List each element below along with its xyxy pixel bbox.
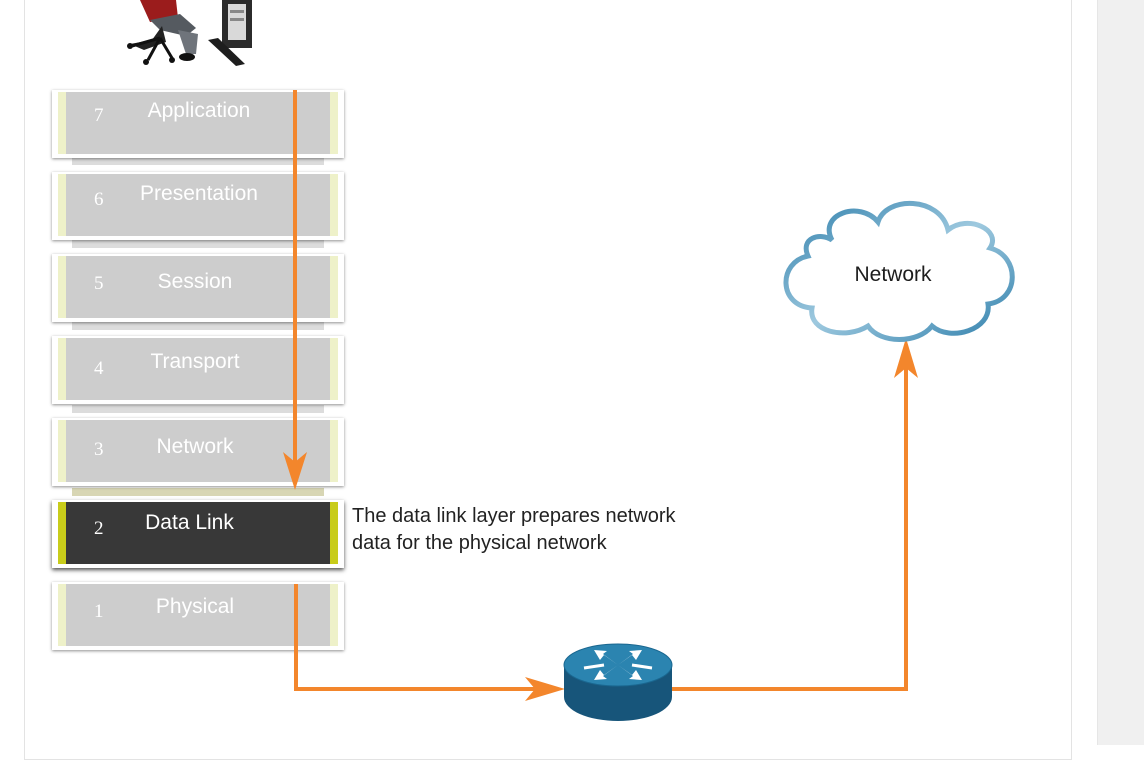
network-cloud-icon <box>783 200 1015 342</box>
data-flow-arrow-to-router <box>294 584 565 701</box>
cloud-label: Network <box>854 263 932 286</box>
layer-number: 6 <box>94 189 104 210</box>
right-sidebar <box>1097 0 1144 745</box>
layer-separator <box>72 240 324 248</box>
layer-separator <box>72 488 324 496</box>
layer-number: 2 <box>94 518 104 539</box>
layer-number: 7 <box>94 105 104 126</box>
layer-separator <box>72 157 324 165</box>
layer-name: Physical <box>155 595 235 618</box>
data-link-description: The data link layer prepares network dat… <box>352 503 752 557</box>
description-line-2: data for the physical network <box>352 532 607 554</box>
router-icon <box>563 643 673 721</box>
layer-number: 3 <box>94 439 104 460</box>
person-at-computer-icon <box>127 0 252 66</box>
layer-name: Transport <box>150 350 240 373</box>
data-flow-arrow-to-cloud <box>672 338 918 691</box>
layer-name: Application <box>147 99 251 122</box>
layer-name: Data Link <box>145 511 234 534</box>
osi-layer-data-link: 2 Data Link <box>52 500 344 568</box>
layer-number: 4 <box>94 358 104 379</box>
data-flow-arrow-down <box>283 90 307 490</box>
layer-number: 1 <box>94 601 104 622</box>
layer-number: 5 <box>94 273 104 294</box>
layer-name: Presentation <box>140 182 258 205</box>
layer-separator <box>72 322 324 330</box>
layer-name: Network <box>156 435 234 458</box>
description-line-1: The data link layer prepares network <box>352 505 676 527</box>
page-gutter <box>0 0 24 745</box>
layer-separator <box>72 405 324 413</box>
layer-name: Session <box>157 270 233 293</box>
